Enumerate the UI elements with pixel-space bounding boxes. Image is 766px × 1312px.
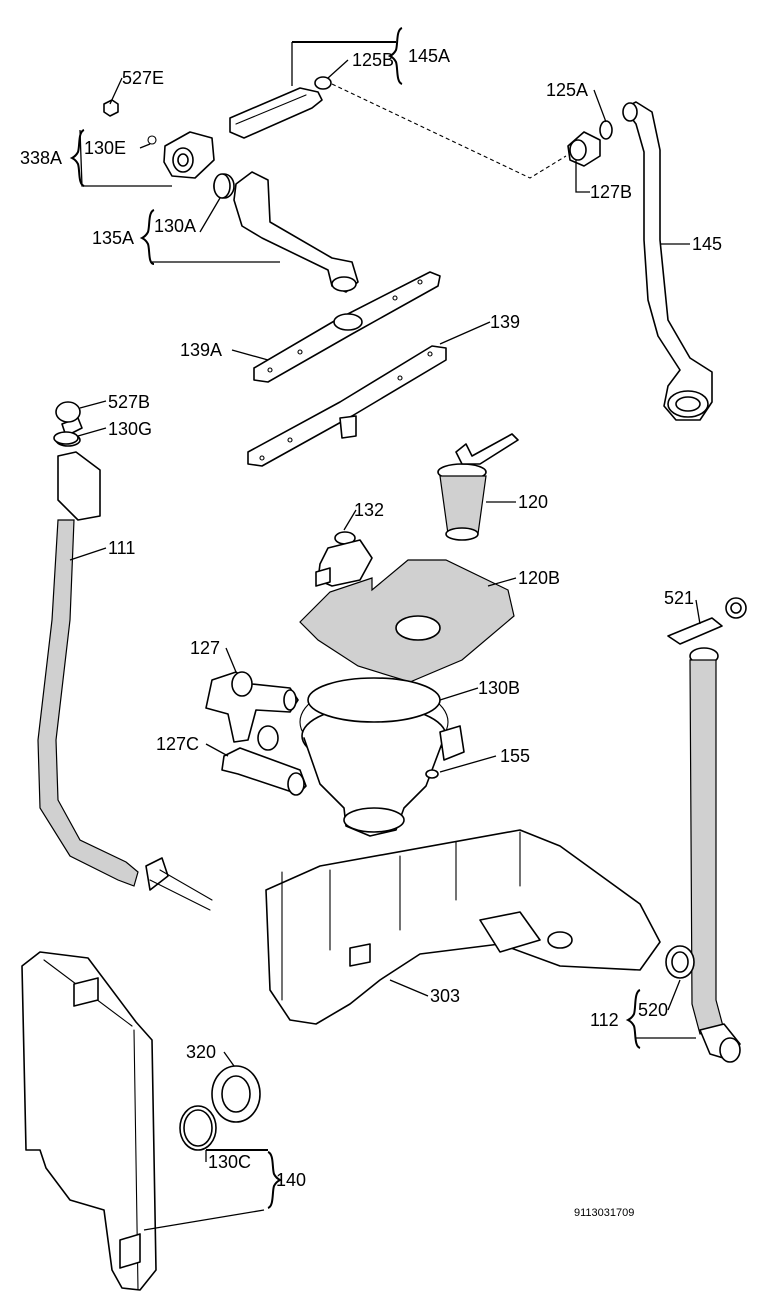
o-ring-130c [179, 1105, 217, 1151]
bushing-520 [665, 945, 695, 979]
valve-132 [315, 531, 373, 587]
upper-supply-pipe-145a [229, 76, 332, 139]
label-125a: 125A [546, 80, 588, 100]
bracket-braces [69, 27, 641, 1209]
label-111: 111 [108, 538, 135, 558]
label-320: 320 [186, 1042, 216, 1062]
label-527b: 527B [108, 392, 150, 412]
label-130c: 130C [208, 1152, 251, 1172]
spray-arm-139 [247, 345, 447, 467]
label-527e: 527E [122, 68, 164, 88]
label-135a: 135A [92, 228, 134, 248]
label-127: 127 [190, 638, 220, 658]
label-303: 303 [430, 986, 460, 1006]
label-112: 112 [590, 1010, 619, 1030]
label-145a: 145A [408, 46, 450, 66]
filter-plate-120b [299, 559, 515, 683]
label-120b: 120B [518, 568, 560, 588]
label-130b: 130B [478, 678, 520, 698]
label-130e: 130E [84, 138, 126, 158]
label-145: 145 [692, 234, 722, 254]
part-labels: 527E 125B 145A 338A 130E 125A 127B 130A … [20, 46, 722, 1219]
filter-120 [437, 433, 519, 541]
label-139: 139 [490, 312, 520, 332]
label-520: 520 [638, 1000, 668, 1020]
nut-527b [55, 401, 81, 423]
sump-155 [299, 683, 465, 837]
spray-arm-support-135a [213, 171, 359, 293]
spray-arm-139a [253, 271, 441, 383]
label-132: 132 [354, 500, 384, 520]
hose-127c [221, 725, 307, 796]
base-frame-303 [265, 829, 661, 1025]
ring-130a [213, 173, 231, 199]
label-130a: 130A [154, 216, 196, 236]
label-521: 521 [664, 588, 694, 608]
drawing-code: 9113031709 [574, 1207, 634, 1219]
o-ring-130b [307, 677, 441, 723]
label-338a: 338A [20, 148, 62, 168]
label-127c: 127C [156, 734, 199, 754]
label-155: 155 [500, 746, 530, 766]
side-pipe-145 [622, 101, 713, 421]
label-125b: 125B [352, 50, 394, 70]
clamp-521 [667, 597, 747, 645]
label-130g: 130G [108, 419, 152, 439]
label-139a: 139A [180, 340, 222, 360]
tube-111 [37, 417, 213, 911]
label-127b: 127B [590, 182, 632, 202]
coupling-127b [567, 120, 613, 167]
connector-338a [147, 131, 215, 179]
leader-lines [69, 42, 701, 1231]
panel-140 [21, 951, 157, 1291]
drain-hose-112 [689, 647, 741, 1063]
hose-127 [205, 671, 299, 743]
ring-130g [53, 431, 79, 445]
seal-320 [211, 1065, 261, 1123]
label-120: 120 [518, 492, 548, 512]
label-140: 140 [276, 1170, 306, 1190]
